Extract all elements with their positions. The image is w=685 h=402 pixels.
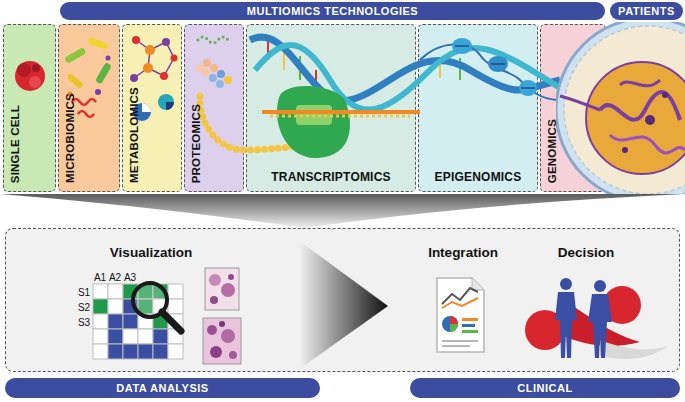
- column-label: A2: [109, 272, 121, 283]
- footer-band: CLINICAL: [410, 378, 680, 398]
- panel-title: PROTEOMICS: [190, 104, 202, 183]
- section-heading: Visualization: [110, 245, 192, 260]
- panel-title: TRANSCRIPTOMICS: [247, 170, 415, 184]
- band-title: MULTIOMICS TECHNOLOGIES: [60, 5, 605, 17]
- patient-cell: [622, 147, 628, 153]
- patient-cell: [620, 80, 660, 86]
- panel-title: MICROBIOMICS: [64, 93, 76, 183]
- column-label: A1: [94, 272, 106, 283]
- row-label: S2: [78, 302, 90, 313]
- panel-title: EPIGENOMICS: [419, 170, 537, 184]
- omics-panel: EPIGENOMICS: [418, 24, 538, 192]
- omics-panel: MICROBIOMICS: [58, 24, 120, 192]
- omics-panel: TRANSCRIPTOMICS: [246, 24, 416, 192]
- patient-cell: [662, 92, 668, 98]
- header-band: PATIENTS: [610, 2, 683, 20]
- patient-cell: [610, 135, 685, 153]
- section-heading: Decision: [558, 245, 614, 260]
- band-title: PATIENTS: [610, 5, 683, 17]
- patient-cell: [645, 115, 655, 125]
- omics-panel: GENOMICS: [540, 24, 606, 192]
- omics-panel: METABOLOMICS: [122, 24, 182, 192]
- footer-band: DATA ANALYSIS: [5, 378, 320, 398]
- panel-title: METABOLOMICS: [128, 87, 140, 183]
- patient-cell: [600, 92, 680, 120]
- analysis-panel: Visualization Integration Decision: [5, 228, 680, 372]
- section-heading: Integration: [428, 245, 498, 260]
- band-title: DATA ANALYSIS: [5, 382, 320, 394]
- row-label: S1: [78, 287, 90, 298]
- funnel-shadow: [0, 194, 685, 228]
- panel-title: SINGLE CELL: [9, 105, 21, 183]
- panel-title: GENOMICS: [546, 119, 558, 183]
- column-label: A3: [124, 272, 136, 283]
- header-band: MULTIOMICS TECHNOLOGIES: [60, 2, 605, 20]
- omics-panel: PROTEOMICS: [184, 24, 244, 192]
- band-title: CLINICAL: [410, 382, 680, 394]
- omics-panel: SINGLE CELL: [3, 24, 56, 192]
- row-label: S3: [78, 317, 90, 328]
